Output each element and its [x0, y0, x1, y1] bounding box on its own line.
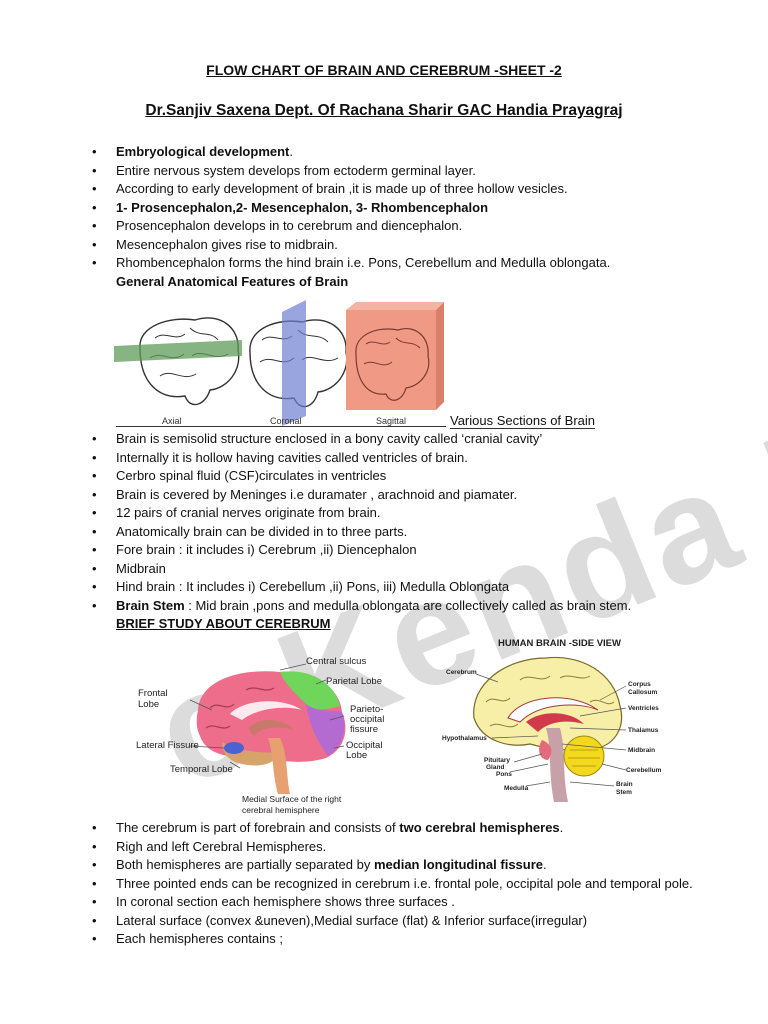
label-occipital: Occipital [346, 740, 382, 751]
medial-brain-illustration [196, 671, 346, 794]
list-item: Each hemispheres contains ; [90, 930, 740, 949]
list-item: Both hemispheres are partially separated… [90, 856, 740, 875]
brain-sections-figure: Axial Coronal Sagittal [114, 300, 444, 426]
label-occipital-lobe: Lobe [346, 750, 367, 761]
subheading-cerebrum: BRIEF STUDY ABOUT CEREBRUM [116, 616, 331, 631]
author-line: Dr.Sanjiv Saxena Dept. Of Rachana Sharir… [145, 102, 623, 119]
label-pons: Pons [496, 771, 512, 778]
medial-surface-figure: Central sulcus Frontal Lobe Parietal Lob… [136, 656, 384, 815]
list-item: Righ and left Cerebral Hemispheres. [90, 838, 740, 857]
list-item: Mesencephalon gives rise to midbrain. [90, 236, 740, 255]
label-parieto-2: occipital [350, 714, 384, 725]
label-cerebellum: Cerebellum [626, 767, 662, 774]
label-callosum: Callosum [628, 689, 657, 696]
side-view-brain-illustration [473, 656, 623, 802]
list-item: Entire nervous system develops from ecto… [90, 162, 740, 181]
label-central-sulcus: Central sulcus [306, 656, 366, 667]
sagittal-brain-illustration [346, 302, 444, 410]
list-item: 1- Prosencephalon,2- Mesencephalon, 3- R… [90, 199, 740, 218]
label-pituitary: Pituitary [484, 757, 510, 764]
label-hypothalamus: Hypothalamus [442, 735, 487, 742]
label-medulla: Medulla [504, 785, 529, 792]
caption-medial-2: cerebral hemisphere [242, 805, 320, 815]
list-item: Brain Stem : Mid brain ,pons and medulla… [90, 597, 740, 616]
label-parieto-1: Parieto- [350, 704, 383, 715]
cerebrum-list: The cerebrum is part of forebrain and co… [90, 819, 740, 949]
list-item: Embryological development. [90, 143, 740, 162]
label-corpus: Corpus [628, 681, 651, 688]
list-item: Lateral surface (convex &uneven),Medial … [90, 912, 740, 931]
axial-brain-illustration [114, 317, 242, 406]
subheading-anatomical-features: General Anatomical Features of Brain [116, 274, 349, 289]
caption-medial-1: Medial Surface of the right [242, 794, 342, 804]
list-item: Midbrain [90, 560, 740, 579]
brain-general-list: Brain is semisolid structure enclosed in… [90, 430, 740, 615]
label-axial: Axial [162, 416, 182, 426]
figure-title-side-view: HUMAN BRAIN -SIDE VIEW [498, 638, 621, 649]
figure-caption-sections: Various Sections of Brain [450, 413, 595, 429]
label-cerebrum: Cerebrum [446, 669, 477, 676]
label-parietal-lobe: Parietal Lobe [326, 676, 382, 687]
label-brain: Brain [616, 781, 633, 788]
label-frontal: Frontal [138, 688, 168, 699]
list-item: According to early development of brain … [90, 180, 740, 199]
label-frontal-lobe: Lobe [138, 699, 159, 710]
list-item: Hind brain : It includes i) Cerebellum ,… [90, 578, 740, 597]
list-item: Anatomically brain can be divided in to … [90, 523, 740, 542]
page-title: FLOW CHART OF BRAIN AND CEREBRUM -SHEET … [206, 62, 562, 78]
divider [116, 426, 446, 427]
human-brain-side-view-figure: HUMAN BRAIN -SIDE VIEW Cerebrum Corpus C… [442, 638, 662, 802]
embryology-list: Embryological development. Entire nervou… [90, 143, 740, 273]
list-item: Brain is cevered by Meninges i.e duramat… [90, 486, 740, 505]
list-item: In coronal section each hemisphere shows… [90, 893, 740, 912]
list-item: The cerebrum is part of forebrain and co… [90, 819, 740, 838]
list-item: Cerbro spinal fluid (CSF)circulates in v… [90, 467, 740, 486]
list-item: Internally it is hollow having cavities … [90, 449, 740, 468]
coronal-brain-illustration [249, 300, 348, 426]
list-item: Three pointed ends can be recognized in … [90, 875, 740, 894]
label-gland: Gland [486, 764, 504, 771]
list-item: Prosencephalon develops in to cerebrum a… [90, 217, 740, 236]
label-thalamus: Thalamus [628, 727, 659, 734]
list-item: Brain is semisolid structure enclosed in… [90, 430, 740, 449]
label-ventricles: Ventricles [628, 705, 659, 712]
label-lateral-fissure: Lateral Fissure [136, 740, 199, 751]
list-item: 12 pairs of cranial nerves originate fro… [90, 504, 740, 523]
list-item: Fore brain : it includes i) Cerebrum ,ii… [90, 541, 740, 560]
label-sagittal: Sagittal [376, 416, 406, 426]
label-temporal-lobe: Temporal Lobe [170, 764, 233, 775]
label-stem: Stem [616, 789, 632, 796]
list-item: Rhombencephalon forms the hind brain i.e… [90, 254, 740, 273]
label-coronal: Coronal [270, 416, 302, 426]
label-midbrain: Midbrain [628, 747, 655, 754]
label-parieto-3: fissure [350, 724, 378, 735]
